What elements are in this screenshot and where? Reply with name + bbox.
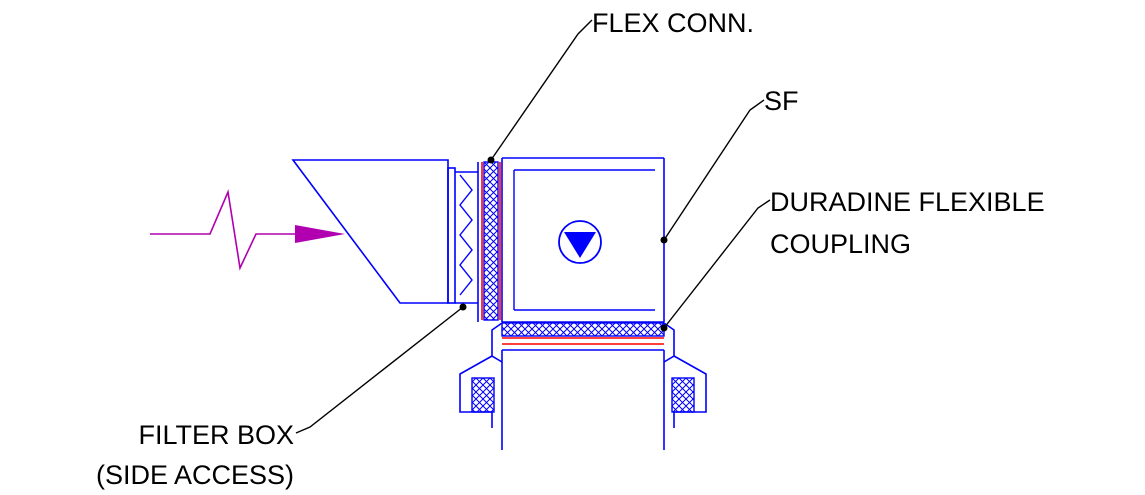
leader-duradine — [660, 199, 771, 332]
duradine-flexible-coupling — [501, 322, 665, 351]
discharge-duct — [459, 322, 707, 450]
label-filter-box-line1: FILTER BOX — [138, 420, 294, 450]
airflow-arrow-icon — [150, 189, 345, 271]
label-sf: SF — [764, 86, 799, 116]
leader-filter-box — [295, 303, 467, 434]
label-duradine-line2: COUPLING — [770, 229, 911, 259]
fan-symbol-icon — [558, 220, 602, 264]
filter-box — [447, 162, 479, 322]
label-flex-conn: FLEX CONN. — [592, 8, 754, 38]
label-duradine-line1: DURADINE FLEXIBLE — [770, 187, 1045, 217]
label-filter-box-line2: (SIDE ACCESS) — [96, 460, 294, 490]
leader-flex-conn — [487, 19, 593, 164]
flex-connector — [481, 161, 501, 321]
leader-sf — [660, 99, 765, 244]
